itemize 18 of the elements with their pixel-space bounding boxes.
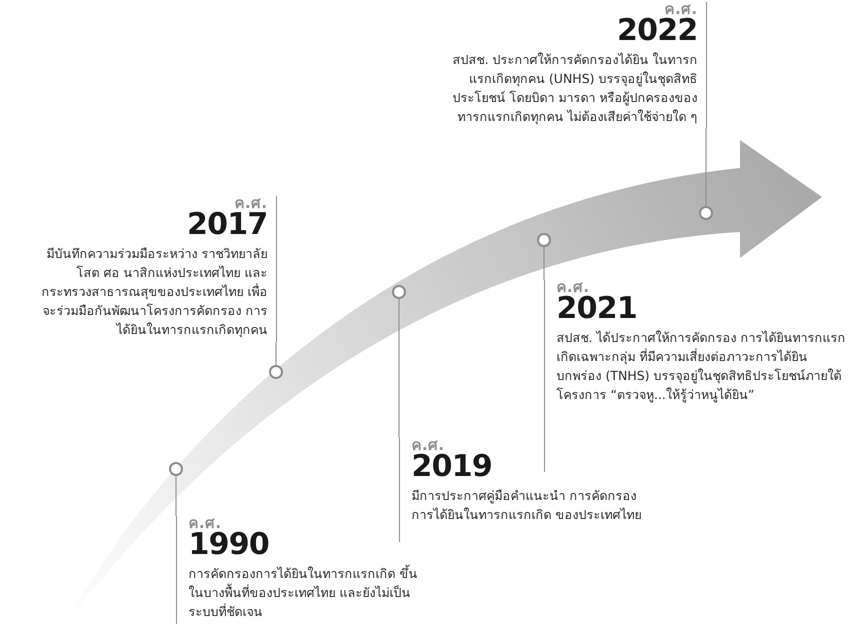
year-heading: 2021	[556, 294, 637, 324]
event-description: มีบันทึกความร่วมมือระหว่าง ราชวิทยาลัยโสต ศอ นาสิกแห่งประเทศไทย และกระทรวงสาธารณสุขของประเทศไทย เพื่อจะร่วมมือกันพัฒนาโครงการคัดกรอง การได้ยินในทารกแรกเกิดทุกคน	[40, 245, 268, 339]
event-description: มีการประกาศคู่มือคำแนะนำ การคัดกรองการได้ยินในทารกแรกเกิด ของประเทศไทย	[412, 487, 642, 524]
event-description: สปสช. ประกาศให้การคัดกรองได้ยิน ในทารกแรกเกิดทุกคน (UNHS) บรรจุอยู่ในชุดสิทธิประโยชน์ โดยบิดา มารดา หรือผู้ปกครองของทารกแรกเกิดทุกคน ไม่ต้องเสียค่าใช้จ่ายใด ๆ	[452, 51, 698, 126]
era-label: ค.ศ.	[188, 516, 222, 530]
era-label: ค.ศ.	[556, 280, 590, 294]
event-description: สปสช. ได้ประกาศให้การคัดกรอง การได้ยินทารกแรกเกิดเฉพาะกลุ่ม ที่มีความเสี่ยงต่อภาวะการได้ยินบกพร่อง (TNHS) บรรจุอยู่ในชุดสิทธิประโยชน์ภายใต้โครงการ “ตรวจหู...ให้รู้ว่าหนูได้ยิน”	[556, 329, 846, 404]
era-label: ค.ศ.	[664, 2, 698, 16]
year-heading: 2019	[412, 452, 492, 482]
event-description: การคัดกรองการได้ยินในทารกแรกเกิด ขึ้นในบางพื้นที่ของประเทศไทย และยังไม่เป็นระบบที่ชัดเจน	[188, 564, 418, 621]
leader-line	[398, 298, 400, 438]
year-heading: 2022	[617, 16, 698, 46]
timeline-marker	[269, 365, 283, 379]
year-heading: 2017	[187, 210, 268, 240]
era-label: ค.ศ.	[412, 438, 444, 452]
era-label: ค.ศ.	[234, 196, 268, 210]
year-heading: 1990	[188, 530, 269, 560]
timeline-marker	[169, 462, 183, 476]
